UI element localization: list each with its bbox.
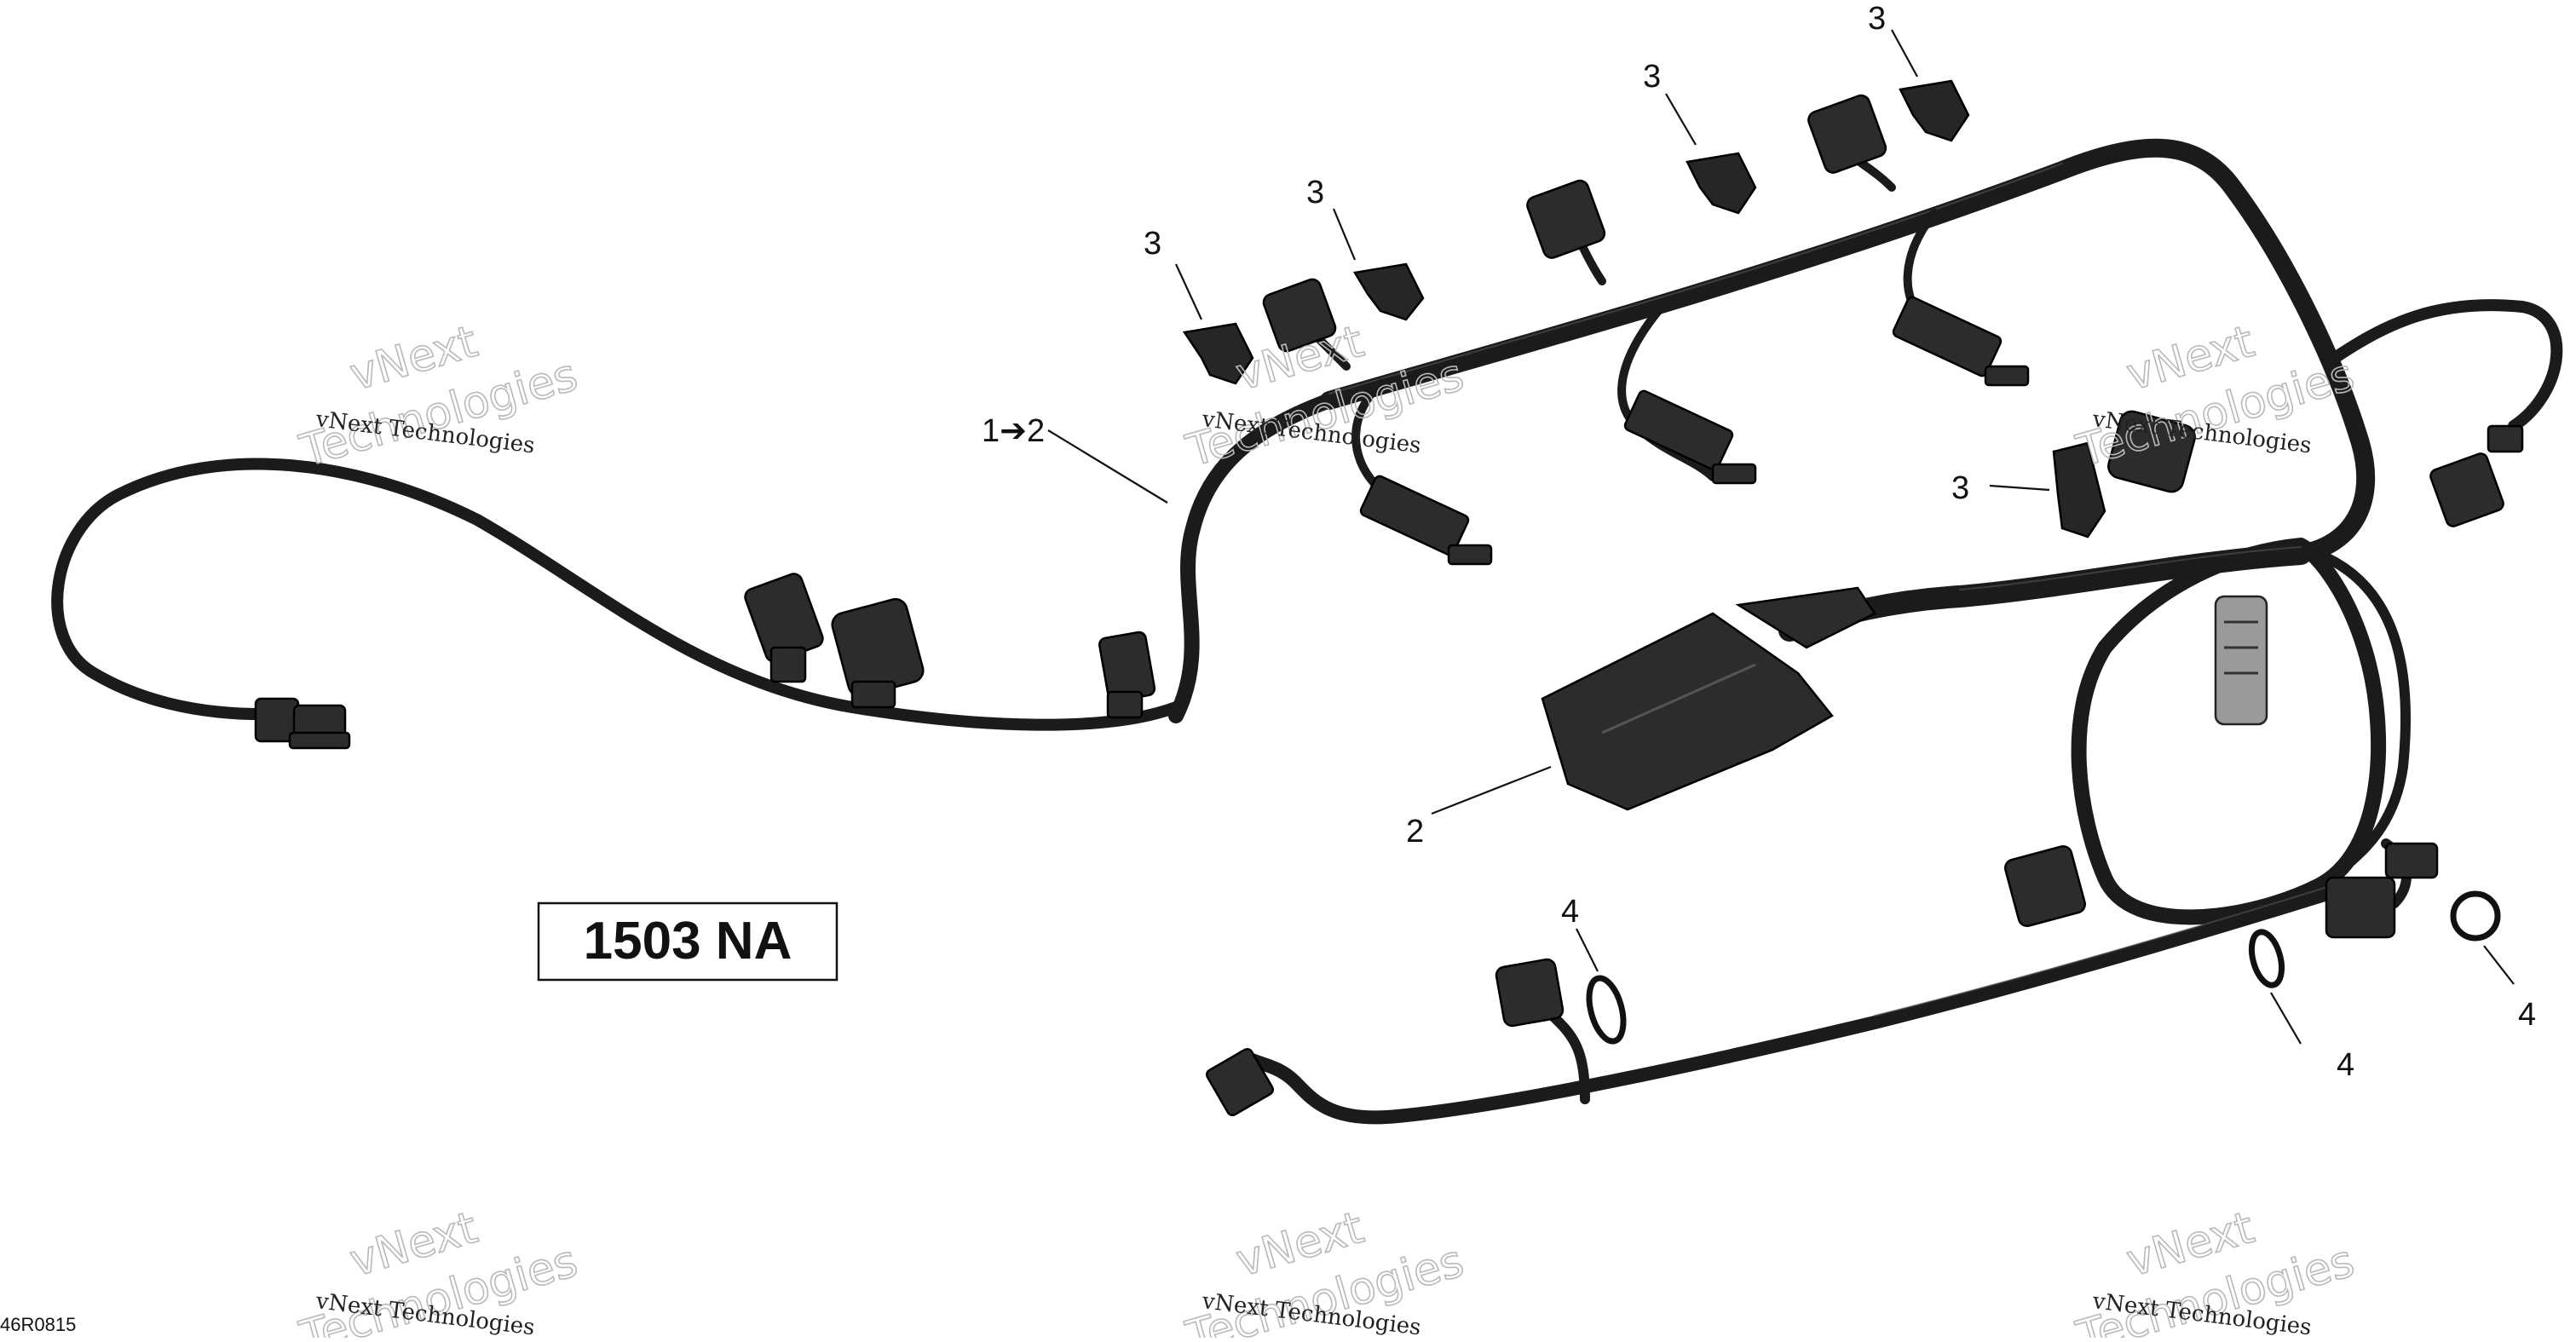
connectors [254, 94, 2524, 1117]
callout-3-d: 3 [1868, 1, 1886, 37]
callout-1-2: 1➔2 [982, 413, 1045, 449]
harness-inner-strand [2313, 549, 2412, 866]
connector-bottom-left [1205, 1047, 1275, 1117]
ecm-connector [1541, 586, 1876, 811]
callout-3-e: 3 [1951, 470, 1969, 506]
callout-4-a: 4 [1561, 894, 1579, 930]
clip-3b [1352, 262, 1425, 321]
clip-3a [1182, 322, 1254, 385]
connector-left-branch-c [1098, 631, 1156, 719]
harness-bottom-run [1237, 879, 2359, 1125]
connector-lower-loop-left [2004, 845, 2086, 927]
injector-connector-2 [1623, 389, 1757, 485]
injector-connector-3 [1892, 296, 2030, 387]
callout-3-c: 3 [1643, 59, 1661, 95]
callout-3-b: 3 [1306, 175, 1324, 210]
coil-connector-1 [1262, 278, 1337, 353]
watermark-top-left: vNext Technologies [294, 315, 584, 478]
callout-labels: 1➔2 2 3 3 3 3 3 4 4 4 [982, 1, 2536, 1083]
connector-lower-loop-right [2325, 842, 2439, 939]
connector-left-end [254, 697, 351, 750]
clamps-item-4 [1586, 890, 2501, 1045]
injector-connector-1 [1359, 475, 1493, 566]
callout-4-b: 4 [2337, 1047, 2354, 1083]
coil-connector-2 [1526, 179, 1606, 259]
callout-4-c: 4 [2518, 997, 2536, 1033]
clip-3d [1899, 79, 1970, 142]
connector-left-branch-b [831, 597, 925, 709]
clamp-4c [2450, 890, 2501, 942]
clips-item-3 [1182, 79, 2106, 539]
connector-bottom-mid [1495, 958, 1565, 1028]
harness-right-loop [2329, 299, 2563, 432]
clip-3c [1686, 152, 1757, 215]
coil-connector-3 [1807, 94, 1887, 174]
harness-left-branch [51, 458, 1182, 731]
clamp-4a [1586, 975, 1627, 1045]
clamp-4b [2248, 929, 2285, 988]
model-box: 1503 NA [537, 901, 838, 982]
leader-lines [1047, 29, 2515, 1045]
harness-riser [1168, 393, 1337, 723]
harness-lower-loop [2071, 538, 2387, 925]
model-box-label: 1503 NA [584, 912, 792, 971]
clip-3e [2052, 441, 2106, 539]
connector-right-cluster [2107, 410, 2196, 493]
harness-top-trunk [1320, 138, 2376, 563]
callout-3-a: 3 [1144, 226, 1161, 262]
diagram-code: 46R0815 [0, 1314, 76, 1335]
connector-right-end [2429, 424, 2524, 527]
connector-left-branch-a [744, 573, 824, 683]
callout-2: 2 [1406, 814, 1424, 850]
connector-grey [2214, 595, 2268, 726]
